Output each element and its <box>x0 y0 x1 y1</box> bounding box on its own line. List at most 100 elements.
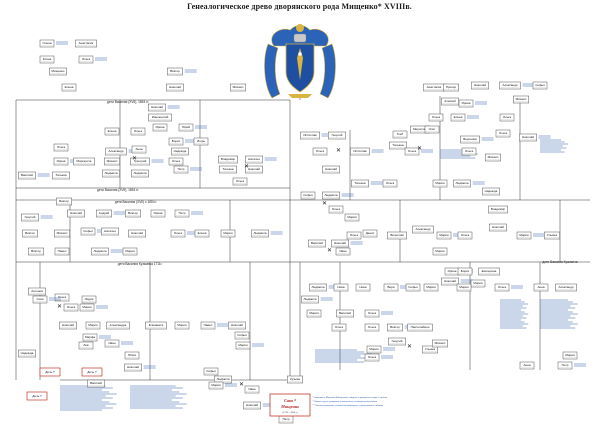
person-node[interactable]: Георгий <box>328 131 346 140</box>
person-node[interactable]: Мария <box>85 321 101 330</box>
person-node[interactable]: Петр <box>557 361 586 370</box>
person-node[interactable]: Ирина <box>152 123 168 132</box>
person-node[interactable]: Павел <box>200 321 229 330</box>
person-node[interactable]: Андрей <box>96 209 126 218</box>
person-node[interactable]: Татьяна <box>389 141 407 150</box>
person-node[interactable]: Георгий <box>21 213 53 222</box>
person-node[interactable]: Ирина <box>458 99 487 108</box>
person-node[interactable]: Ольга <box>53 143 69 152</box>
person-node[interactable]: Елена <box>61 83 77 92</box>
person-node[interactable]: Людмила <box>91 247 123 256</box>
person-node[interactable]: Ульяна <box>544 231 560 240</box>
person-node[interactable]: Ольга <box>404 147 433 156</box>
person-node[interactable]: Ольга <box>328 205 344 214</box>
person-node[interactable]: Анна <box>533 283 549 292</box>
person-node[interactable]: Анастасия <box>75 39 97 48</box>
person-node[interactable]: Виктор <box>28 247 44 256</box>
person-node[interactable]: Людмила <box>251 229 283 238</box>
person-node[interactable]: Людмила <box>453 179 485 188</box>
person-node[interactable]: Людмила <box>131 169 149 178</box>
person-node[interactable]: Маргарита <box>73 157 95 166</box>
person-node[interactable]: Мария <box>235 341 264 350</box>
person-node[interactable]: Николай <box>331 239 363 248</box>
person-node[interactable]: Татьяна <box>52 171 70 180</box>
person-node[interactable]: Мария <box>516 231 545 240</box>
person-node[interactable]: Мария <box>306 309 322 318</box>
person-node[interactable]: Ольга <box>312 147 328 156</box>
person-node[interactable]: Софья <box>203 367 219 376</box>
person-node[interactable]: Николай <box>489 223 507 232</box>
person-node[interactable]: Ольга <box>78 55 107 64</box>
person-node[interactable]: Глеб <box>392 130 408 139</box>
person-node[interactable]: Михаил <box>104 157 120 166</box>
person-node[interactable]: Борис <box>457 267 473 276</box>
person-node[interactable]: Ольга <box>170 229 199 238</box>
person-node[interactable]: Елена <box>104 127 120 136</box>
person-node[interactable]: Георгий <box>388 337 406 346</box>
person-node[interactable]: Николай <box>471 81 489 90</box>
person-node[interactable]: Прохор <box>443 83 459 92</box>
person-node[interactable]: Николай <box>441 277 473 286</box>
person-node[interactable]: Ольга <box>168 157 184 166</box>
person-node[interactable]: Надежда <box>171 147 189 156</box>
person-node[interactable]: Василий <box>18 171 50 180</box>
person-node[interactable]: Нина <box>355 283 371 292</box>
person-node[interactable]: Иван <box>244 385 260 394</box>
person-node[interactable]: Иннокентий <box>148 113 172 122</box>
person-node[interactable]: Истислав <box>350 147 384 156</box>
person-node[interactable]: Мария <box>208 381 237 390</box>
person-node[interactable]: Василий <box>308 239 326 248</box>
person-node[interactable]: Ольга <box>364 353 393 362</box>
person-node[interactable]: Ольга <box>495 129 511 138</box>
person-node[interactable]: Кузьма <box>287 375 303 384</box>
person-node[interactable]: Елизавета <box>145 321 167 330</box>
person-node[interactable]: Николай <box>128 229 146 238</box>
person-node[interactable]: Ольга <box>461 147 477 156</box>
person-node[interactable]: Александра <box>106 321 130 330</box>
person-node[interactable]: Ульяна <box>422 345 438 354</box>
person-node[interactable]: Владимир <box>488 205 508 214</box>
person-node[interactable]: Николай <box>245 165 263 174</box>
person-node[interactable]: Людмила <box>301 295 333 304</box>
person-node[interactable]: Наталья <box>101 227 119 236</box>
person-node[interactable]: Лидия <box>81 295 97 304</box>
person-node[interactable]: Вячеслав <box>387 231 407 240</box>
person-node[interactable]: Юлия <box>124 351 140 360</box>
person-node[interactable]: Николай <box>124 363 156 372</box>
person-node[interactable]: Ирина <box>150 209 166 218</box>
person-node[interactable]: Иван <box>335 247 351 256</box>
person-node[interactable]: Софья <box>234 331 250 340</box>
person-node[interactable]: Мария <box>344 213 360 222</box>
person-node[interactable]: Софья <box>300 191 316 200</box>
person-node[interactable]: Иван <box>104 339 133 348</box>
person-node[interactable]: Пантелеймон <box>407 323 433 332</box>
person-node[interactable]: Ольга <box>364 323 380 332</box>
person-node[interactable]: Олена <box>39 39 68 48</box>
person-node[interactable]: Антонов <box>28 287 46 296</box>
person-node[interactable]: Виктор <box>125 209 141 218</box>
person-node[interactable]: Павел <box>54 247 70 256</box>
person-node[interactable]: Игорь <box>193 137 209 146</box>
person-node[interactable]: Юрий <box>178 123 207 132</box>
person-node[interactable]: Мищенко <box>49 67 67 76</box>
person-node[interactable]: Алексей <box>441 97 459 106</box>
person-node[interactable]: Истислав <box>300 131 334 140</box>
person-node[interactable]: Мария <box>432 247 448 256</box>
person-node[interactable]: Ольга <box>499 113 515 122</box>
person-node[interactable]: Грегорий <box>130 157 164 166</box>
person-node[interactable]: Василий <box>336 309 354 318</box>
person-node[interactable]: Ольга <box>54 293 70 302</box>
person-node[interactable]: Анна <box>519 361 535 370</box>
person-node[interactable]: Николай <box>228 321 246 330</box>
person-node[interactable]: Наталья <box>245 155 277 164</box>
person-node[interactable]: Надежда <box>18 349 36 358</box>
person-node[interactable]: Клина <box>39 55 55 64</box>
person-node[interactable]: Ольга <box>457 231 473 240</box>
person-node[interactable]: Татьяна <box>351 179 383 188</box>
person-node[interactable]: Софья <box>532 81 548 90</box>
person-node[interactable]: Василий <box>87 379 105 388</box>
person-node[interactable]: Елена <box>450 113 479 122</box>
person-node[interactable]: Михаил <box>513 95 529 104</box>
person-node[interactable]: Олег <box>424 125 440 134</box>
person-node[interactable]: Марфа <box>82 333 111 342</box>
